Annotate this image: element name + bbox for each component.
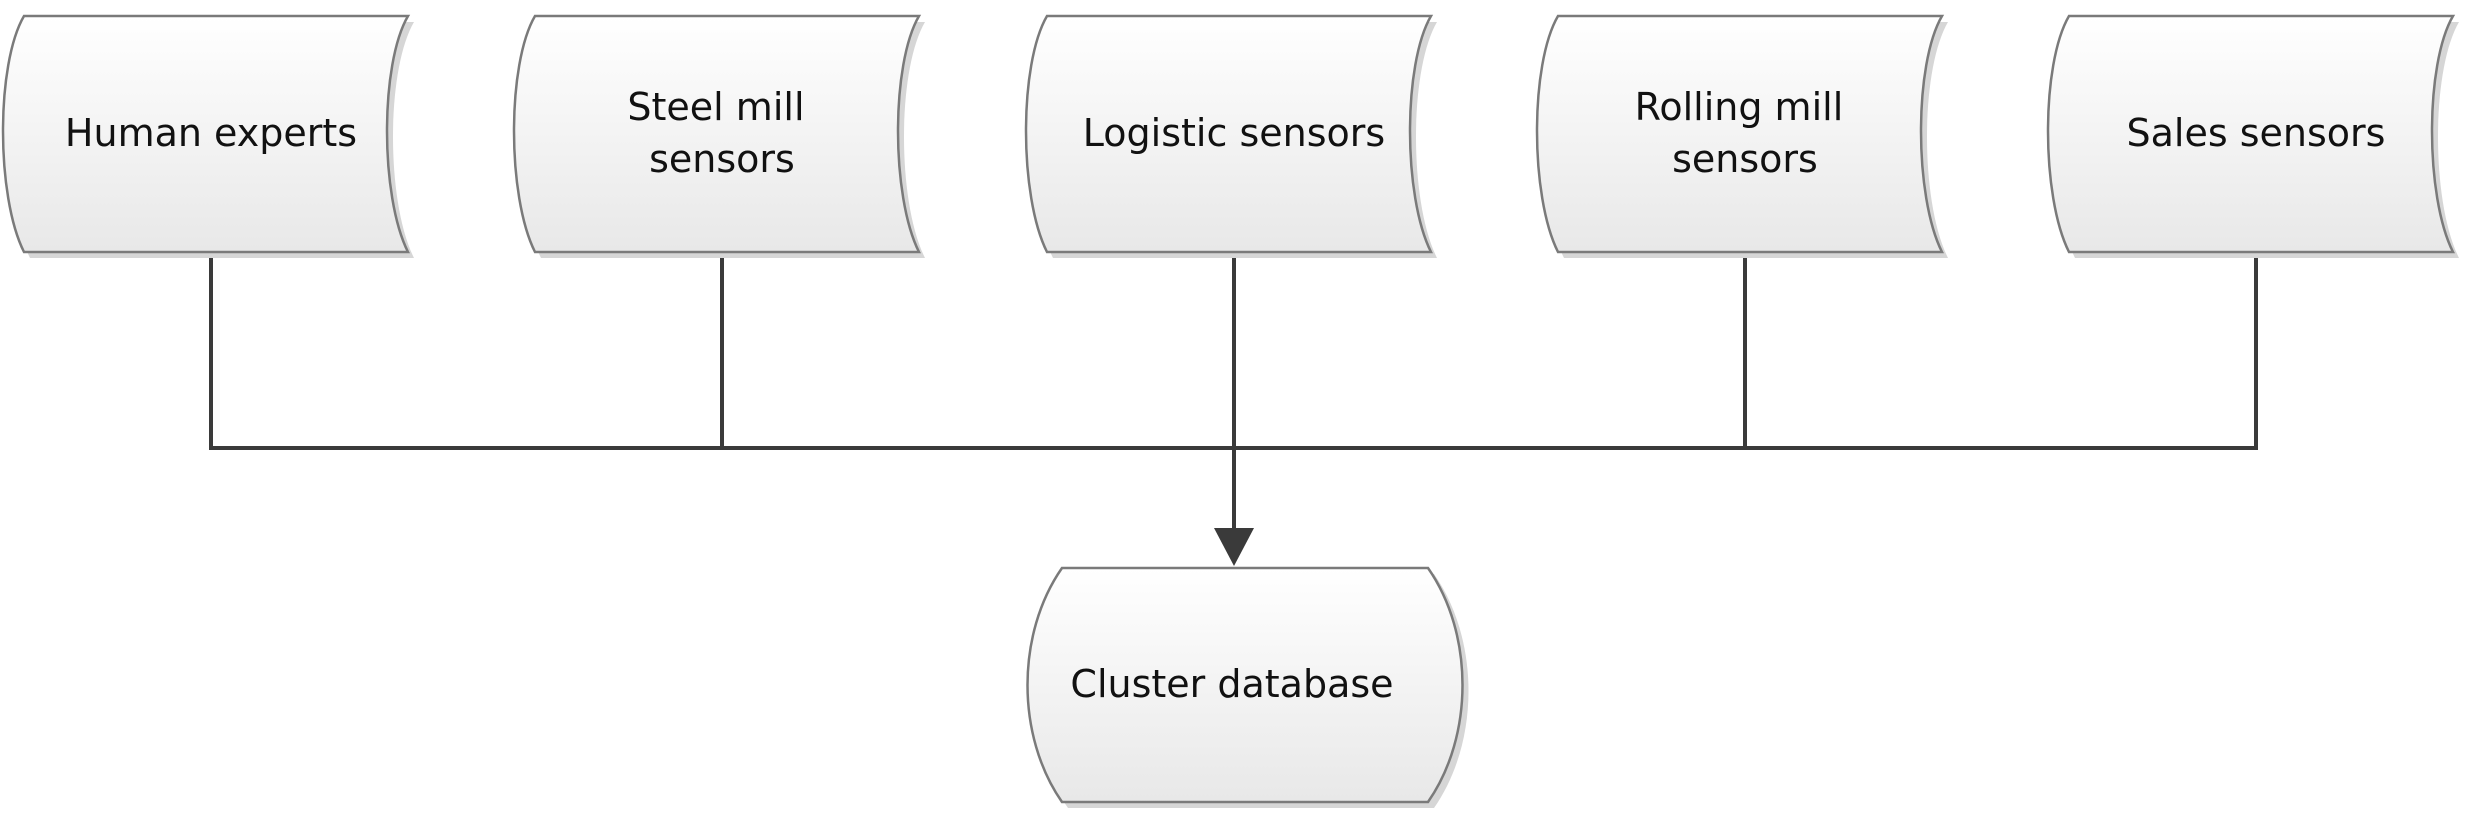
node-label: Sales sensors xyxy=(2127,111,2386,155)
source-node-steel-mill-sensors[interactable]: Steel mill sensors xyxy=(512,14,925,258)
node-label-line: Rolling mill xyxy=(1635,85,1844,129)
target-node-cluster-database[interactable]: Cluster database xyxy=(1026,566,1469,808)
document-shape xyxy=(2046,14,2456,254)
node-label-line: Cluster database xyxy=(1070,662,1393,706)
source-node-rolling-mill-sensors[interactable]: Rolling mill sensors xyxy=(1535,14,1948,258)
node-label: Rolling mill sensors xyxy=(1635,85,1856,181)
stored-data-shape xyxy=(1026,566,1464,804)
node-label-line: sensors xyxy=(1672,137,1818,181)
source-node-logistic-sensors[interactable]: Logistic sensors xyxy=(1024,14,1437,258)
arrowhead-icon xyxy=(1214,528,1254,566)
node-label: Steel mill sensors xyxy=(627,85,816,181)
document-shape xyxy=(1024,14,1434,254)
node-label-line: Human experts xyxy=(65,111,357,155)
node-label: Cluster database xyxy=(1070,662,1393,706)
node-label-line: Steel mill xyxy=(627,85,804,129)
node-label-line: Sales sensors xyxy=(2127,111,2386,155)
document-shape xyxy=(1535,14,1945,254)
document-shape xyxy=(1,14,411,254)
document-shape xyxy=(512,14,922,254)
connectors xyxy=(209,252,2258,566)
source-node-sales-sensors[interactable]: Sales sensors xyxy=(2046,14,2459,258)
node-label-line: Logistic sensors xyxy=(1083,111,1385,155)
source-node-human-experts[interactable]: Human experts xyxy=(1,14,414,258)
node-label: Logistic sensors xyxy=(1083,111,1385,155)
node-label-line: sensors xyxy=(649,137,795,181)
node-label: Human experts xyxy=(65,111,357,155)
